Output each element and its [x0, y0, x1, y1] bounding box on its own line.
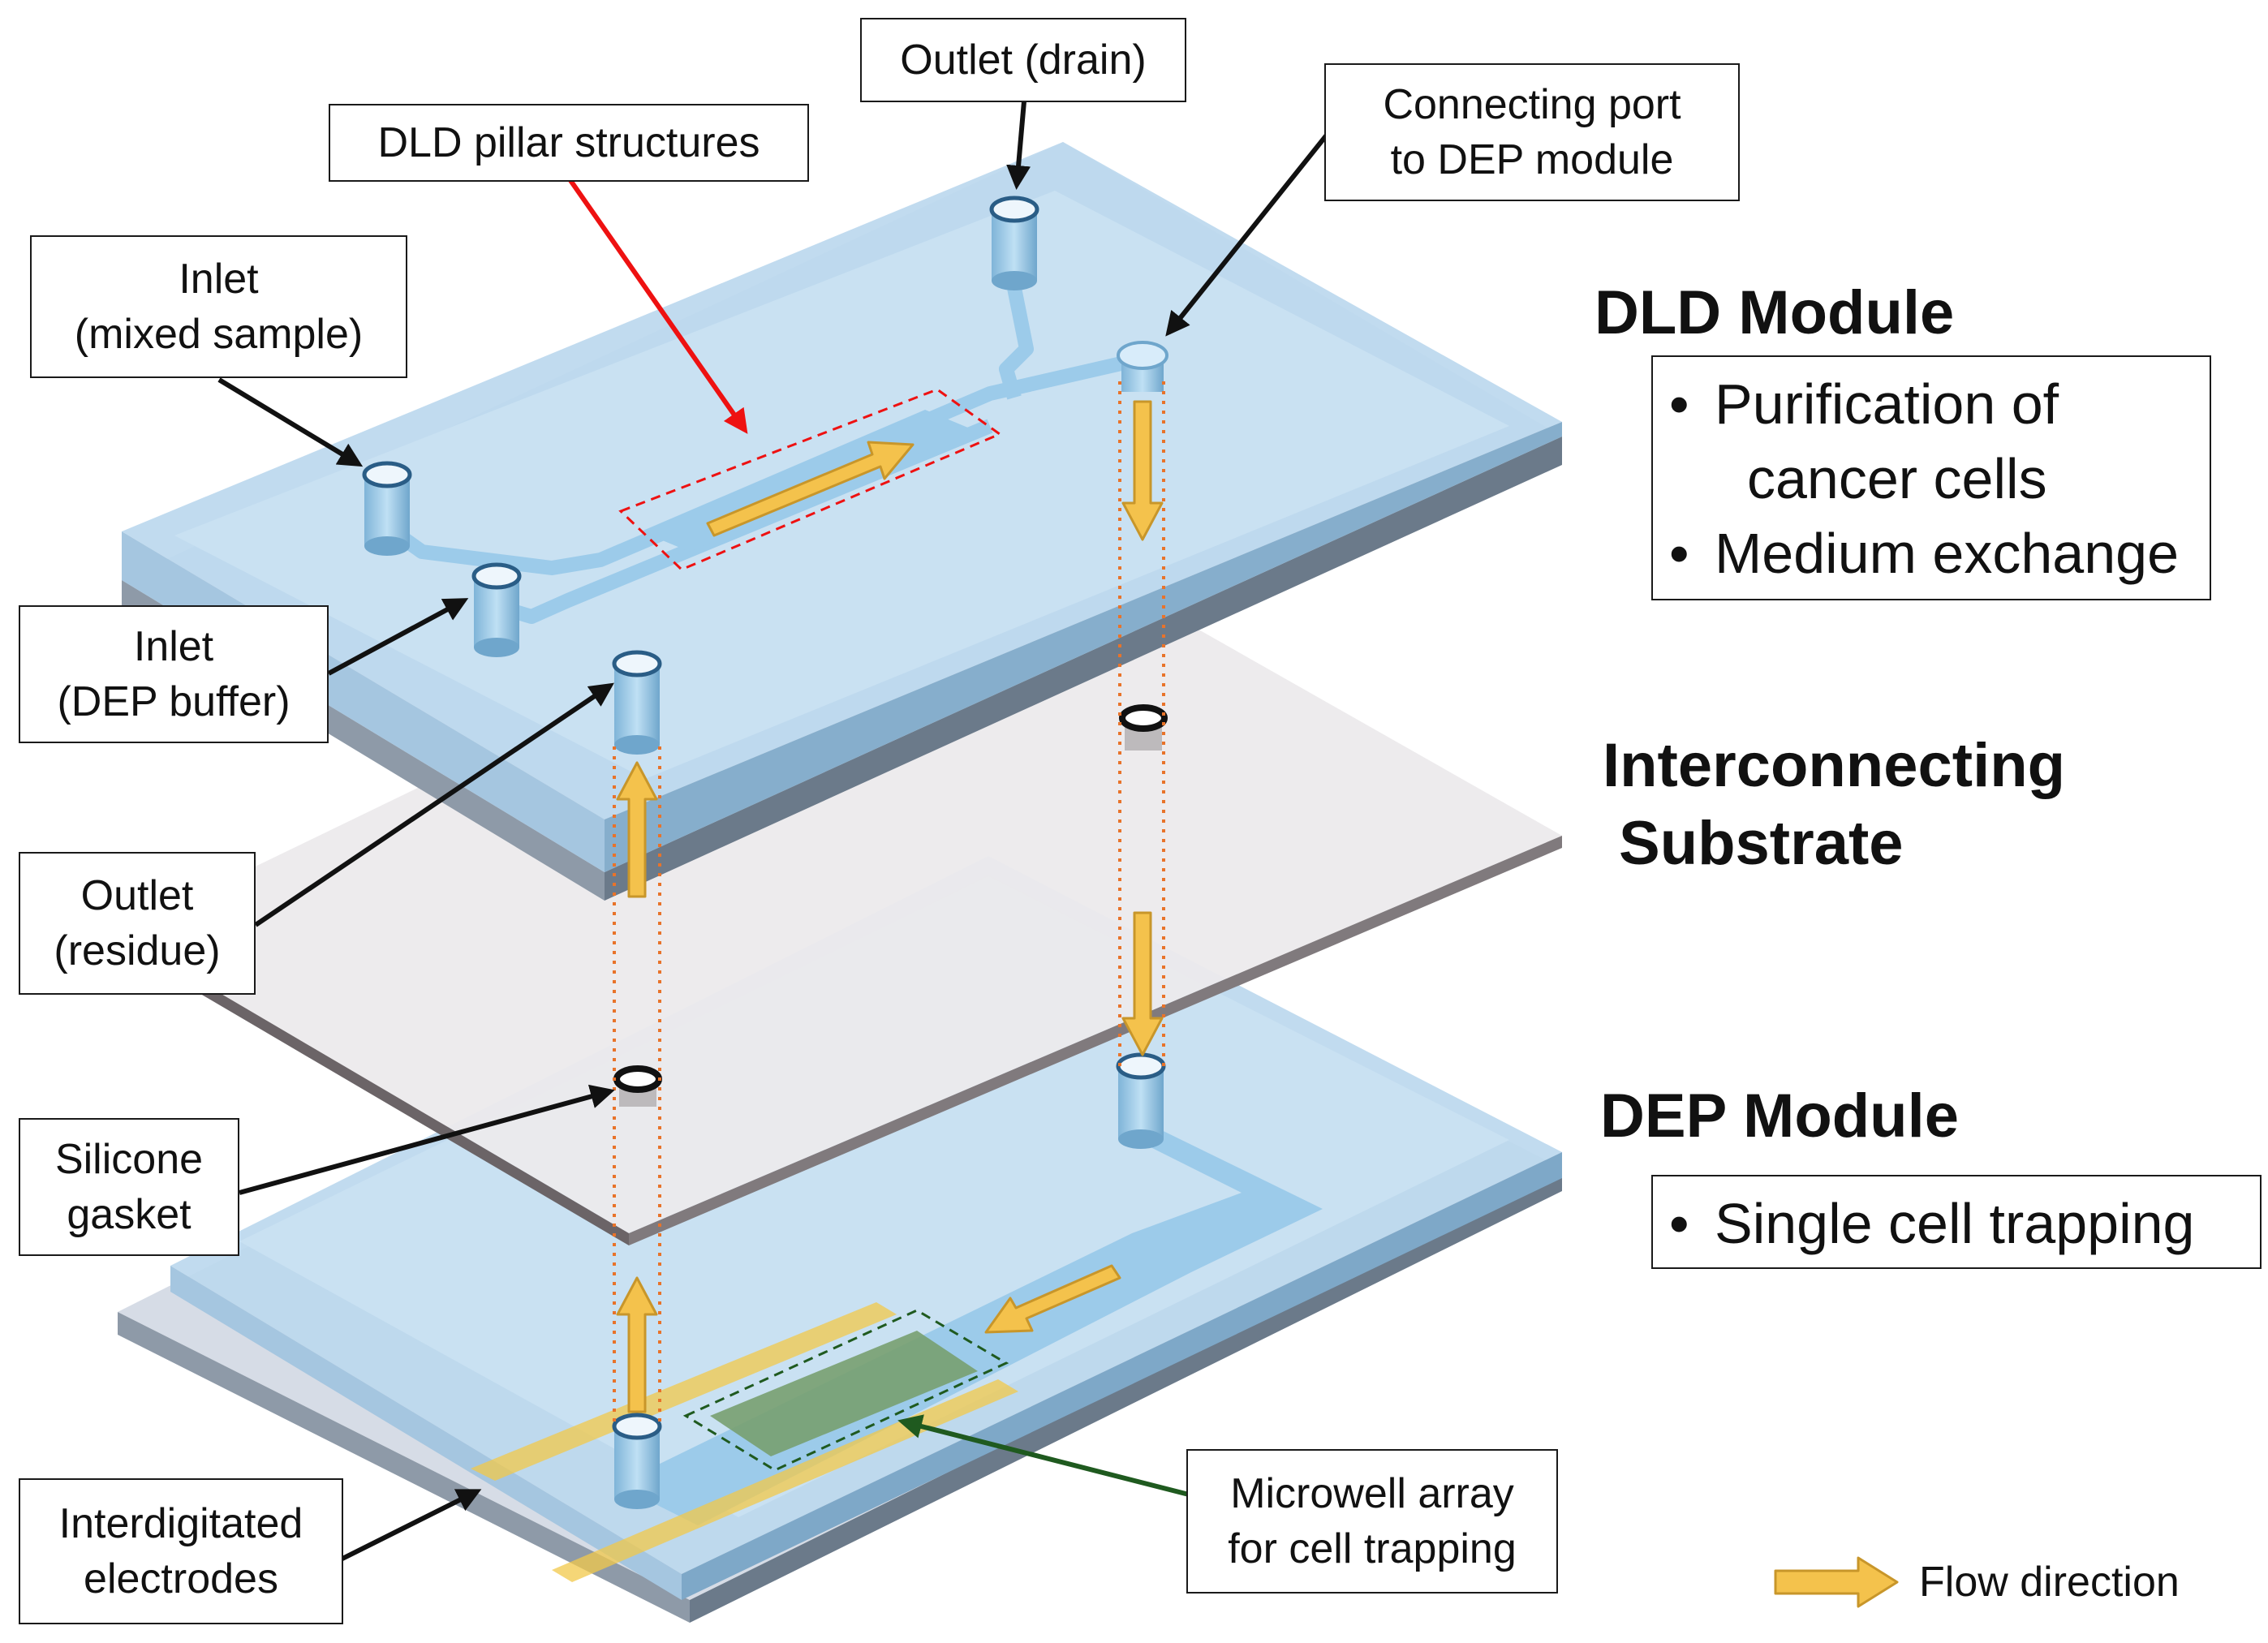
callout-outlet-drain: Outlet (drain): [860, 18, 1186, 102]
callout-connecting-port-line1: Connecting port: [1383, 81, 1681, 128]
callout-silicone-gasket: Silicone gasket: [19, 1118, 239, 1256]
bullet-dot: •: [1669, 372, 1689, 436]
dep-inlet-port: [1116, 1052, 1166, 1149]
pointer-connecting-port: [1165, 128, 1333, 337]
callout-silicone-gasket-line1: Silicone: [54, 1136, 204, 1183]
pointer-dld-pillar: [566, 175, 748, 434]
dld-bullet-1-line1: Purification of: [1715, 372, 2059, 436]
dep-module-chip: [118, 856, 1562, 1623]
microwell-dashed-box: [682, 1309, 1009, 1472]
dld-outlet-residue-port: [612, 650, 662, 755]
pointer-silicone-gasket: [239, 1084, 615, 1195]
flow-arrow-up-1: [616, 761, 658, 898]
dld-connecting-port: [1117, 341, 1168, 392]
flow-arrow-up-2: [616, 1276, 658, 1413]
callout-microwell-line1: Microwell array: [1230, 1470, 1514, 1517]
bullet-dot: •: [1669, 1192, 1689, 1255]
pointer-outlet-drain: [1006, 101, 1031, 190]
callout-inlet-mixed-line2: (mixed sample): [74, 311, 364, 358]
gasket-lower: [613, 1065, 662, 1107]
callout-inlet-mixed: Inlet (mixed sample): [30, 235, 407, 378]
flow-arrow-down-1: [1121, 400, 1164, 541]
substrate-title: Interconnecting Substrate: [1603, 727, 2065, 883]
dep-pdms-side: [682, 1152, 1562, 1600]
bullet-dot: •: [1669, 522, 1689, 585]
dld-inlet-mixed-port: [362, 461, 412, 556]
callout-pointers: [217, 101, 1333, 1562]
callout-microwell-line2: for cell trapping: [1228, 1525, 1517, 1572]
dep-base-front: [118, 1312, 690, 1623]
dep-module-title: DEP Module: [1600, 1082, 1959, 1151]
dld-module-bullets: • Purification of cancer cells • Medium …: [1651, 355, 2211, 600]
substrate-side: [629, 836, 1562, 1245]
callout-inlet-dep: Inlet (DEP buffer): [19, 605, 329, 743]
dld-base-side: [605, 437, 1562, 901]
callout-outlet-residue-line1: Outlet: [80, 872, 194, 919]
flow-arrow-down-2: [1121, 911, 1164, 1056]
callout-inlet-mixed-line1: Inlet: [179, 256, 259, 303]
dep-outlet-port: [612, 1413, 662, 1509]
callout-outlet-drain-text: Outlet (drain): [900, 37, 1147, 84]
callout-inlet-dep-line2: (DEP buffer): [57, 678, 290, 725]
pointer-microwell: [897, 1414, 1190, 1497]
dld-bullet-1: • Purification of cancer cells: [1669, 367, 2193, 516]
dld-pdms-side: [605, 422, 1562, 872]
pointer-interdigitated: [339, 1489, 482, 1562]
dep-bullet-1-text: Single cell trapping: [1715, 1192, 2195, 1255]
legend-label: Flow direction: [1919, 1559, 2180, 1606]
pointer-inlet-dep: [327, 598, 469, 676]
dep-pdms-front: [170, 1266, 682, 1600]
dld-channel-drain: [999, 286, 1034, 400]
callout-connecting-port: Connecting port to DEP module: [1324, 63, 1740, 201]
callout-silicone-gasket-line2: gasket: [67, 1191, 192, 1238]
callout-inlet-dep-line1: Inlet: [133, 623, 214, 670]
dep-bullet-1: • Single cell trapping: [1669, 1186, 2244, 1261]
callout-dld-pillar-text: DLD pillar structures: [377, 119, 760, 166]
dld-bullet-2-text: Medium exchange: [1715, 522, 2179, 585]
callout-microwell: Microwell array for cell trapping: [1186, 1449, 1558, 1594]
microwell-array: [710, 1331, 978, 1456]
substrate-front: [118, 933, 629, 1245]
pointer-outlet-residue: [254, 682, 614, 927]
dld-bullet-2: • Medium exchange: [1669, 516, 2193, 591]
dld-bullet-1-line2: cancer cells: [1747, 447, 2047, 510]
callout-interdigitated-line1: Interdigitated: [58, 1500, 303, 1547]
flow-arrows: [616, 400, 1164, 1413]
substrate-title-line1: Interconnecting: [1603, 731, 2066, 800]
pointer-inlet-mixed: [217, 377, 364, 467]
substrate-title-line2: Substrate: [1619, 809, 1904, 878]
dld-module-title: DLD Module: [1594, 278, 1955, 347]
callout-connecting-port-line2: to DEP module: [1390, 136, 1674, 183]
callout-interdigitated: Interdigitated electrodes: [19, 1478, 343, 1624]
dld-outlet-drain-port: [989, 196, 1039, 290]
dld-inlet-buffer-port: [471, 562, 522, 657]
callout-interdigitated-line2: electrodes: [84, 1555, 278, 1602]
flow-arrow-dep: [984, 1264, 1121, 1334]
gasket-upper: [1119, 704, 1168, 751]
callout-outlet-residue-line2: (residue): [54, 927, 221, 974]
legend-flow-arrow: [1774, 1556, 1899, 1608]
flow-arrow-dld: [706, 441, 915, 537]
dep-inner-top: [239, 876, 1509, 1517]
electrode-upper: [471, 1302, 897, 1481]
dep-module-bullets: • Single cell trapping: [1651, 1175, 2262, 1269]
substrate-layer: [118, 511, 1562, 1245]
callout-dld-pillar: DLD pillar structures: [329, 104, 809, 182]
substrate-top: [118, 511, 1562, 1233]
callout-outlet-residue: Outlet (residue): [19, 852, 256, 995]
